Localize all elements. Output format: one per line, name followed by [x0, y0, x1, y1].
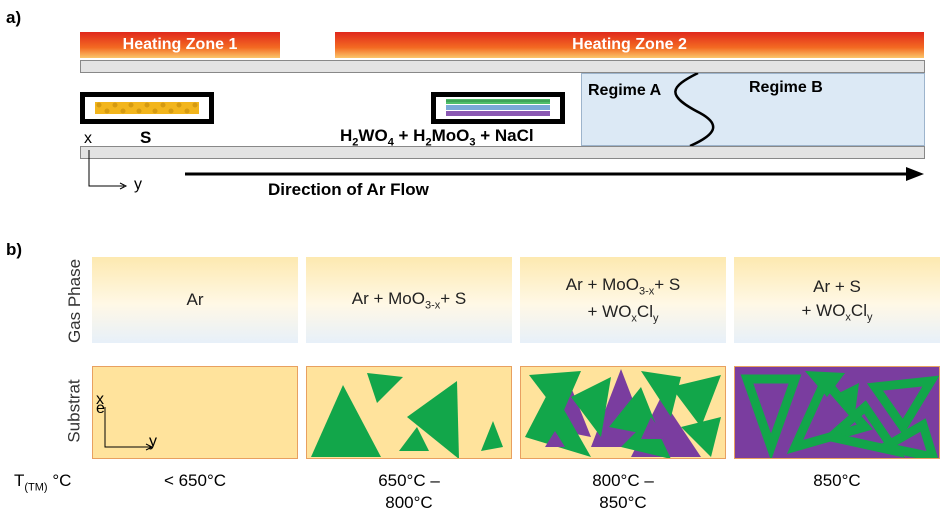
- heating-zone-2: Heating Zone 2: [335, 32, 924, 58]
- substrate-col-2: [306, 366, 512, 459]
- substrate-col-1: [92, 366, 298, 459]
- ws2-covered-flakes: [740, 371, 939, 458]
- sulfur-boat: [80, 92, 214, 124]
- precursor-label: H2WO4 + H2MoO3 + NaCl: [340, 126, 534, 149]
- substrate-axis-label: Substrat: [65, 379, 84, 443]
- flow-direction-label: Direction of Ar Flow: [268, 180, 429, 199]
- temperature-col-1: < 650°C: [163, 471, 227, 490]
- heating-zone-2-label: Heating Zone 2: [572, 36, 687, 53]
- heating-zone-1-label: Heating Zone 1: [122, 36, 238, 53]
- precursor-boat: [431, 92, 565, 124]
- gas-phase-col-2: Ar + MoO3-x+ S: [306, 257, 512, 343]
- temperature-col-2: 650°C – 800°C: [378, 471, 440, 513]
- tube-bottom-wall: [80, 146, 925, 159]
- temperature-axis-label: T(TM) °C: [14, 471, 72, 494]
- gas-phase-col-3: Ar + MoO3-x+ S + WOxCly: [520, 257, 726, 343]
- sulfur-powder: [95, 102, 199, 114]
- axis-y-label-a: y: [134, 176, 142, 193]
- gas-phase-col-4: Ar + S + WOxCly: [734, 257, 940, 343]
- mos2-flakes: [311, 373, 503, 458]
- substrate-col-3: [520, 366, 726, 459]
- mixed-flakes: [525, 369, 721, 458]
- substrate-col-4: [734, 366, 940, 459]
- gas-phase-col-1: Ar: [92, 257, 298, 343]
- panel-a-label: a): [6, 8, 22, 27]
- heating-zone-1: Heating Zone 1: [80, 32, 280, 58]
- sulfur-label: S: [140, 128, 152, 147]
- substrate-axes-b: [104, 407, 154, 451]
- panel-b-label: b): [6, 240, 23, 259]
- gas-phase-axis-label: Gas Phase: [64, 258, 84, 344]
- temperature-col-3: 800°C – 850°C: [592, 471, 654, 513]
- axis-x-label-a: x: [84, 130, 92, 147]
- temperature-col-4: 850°C: [813, 471, 861, 490]
- axis-indicator-a: [88, 150, 128, 190]
- substrate-axis-x-label: x: [96, 391, 104, 408]
- regime-region: [581, 73, 925, 146]
- regime-b-label: Regime B: [749, 79, 823, 96]
- regime-boundary-curve: [674, 73, 715, 146]
- regime-a-label: Regime A: [588, 82, 662, 99]
- precursor-layers: [446, 99, 550, 116]
- substrate-axis-y-label: y: [149, 433, 157, 450]
- ar-flow-arrow: [185, 167, 924, 181]
- substrate-axis-e-label: e: [96, 400, 105, 417]
- tube-top-wall: [80, 60, 925, 73]
